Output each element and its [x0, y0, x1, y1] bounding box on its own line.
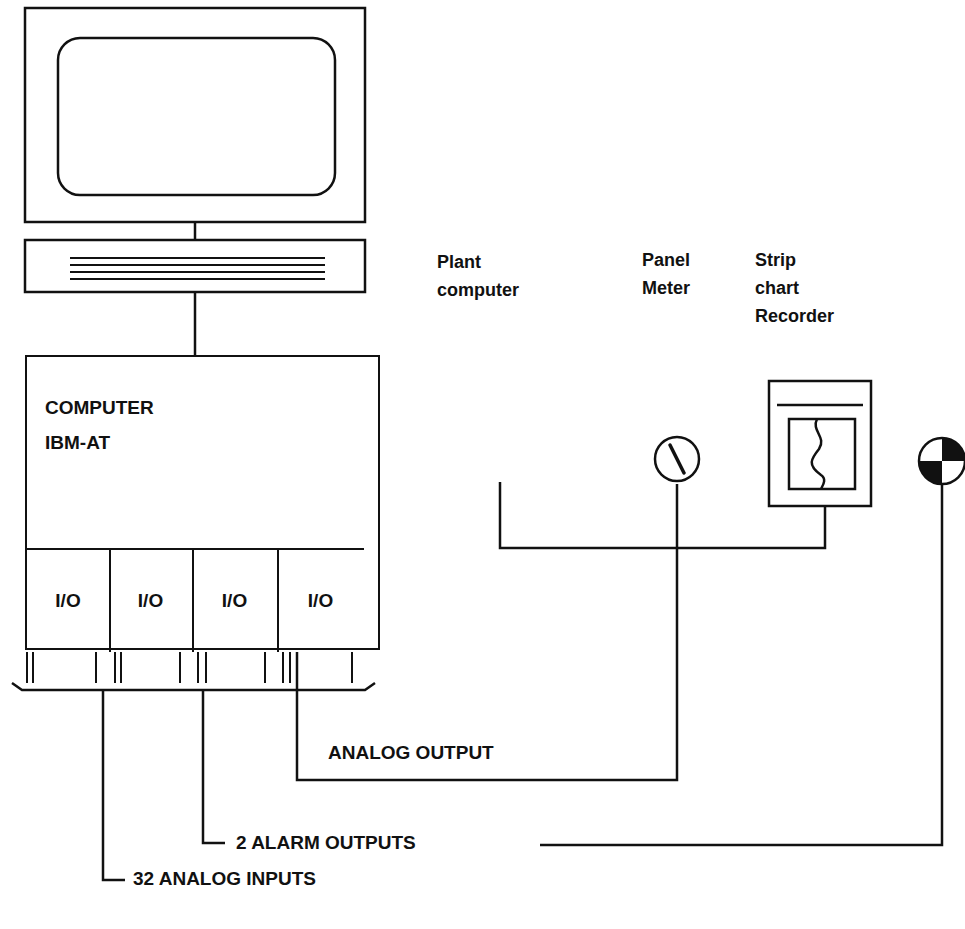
keyboard: [25, 240, 365, 292]
meter-dial: [655, 437, 699, 481]
pin: [120, 652, 122, 683]
computer-box: I/O I/O I/O I/O COMPUTER IBM-AT: [25, 355, 380, 650]
pin: [32, 652, 34, 683]
chart-trace: [812, 419, 824, 489]
recorder-housing: [769, 381, 871, 506]
plant-computer-label: Plant computer: [435, 248, 535, 304]
card-label: I/O: [55, 590, 80, 612]
pin: [282, 652, 284, 683]
signal-label: 32 ANALOG INPUTS: [131, 868, 318, 890]
instrument-name: Panel Meter: [642, 246, 712, 302]
pin: [351, 652, 353, 683]
card-label: I/O: [138, 590, 163, 612]
recorder-housing: [767, 379, 873, 508]
model-name: IBM-AT: [45, 432, 378, 454]
pin: [197, 652, 199, 683]
alarm-symbol: [919, 438, 965, 484]
connector-pins: [27, 652, 352, 683]
input-wire: [103, 690, 125, 880]
keyboard-cable: [194, 292, 197, 355]
alarm-wire: [540, 484, 942, 845]
recorder-wire: [500, 482, 825, 548]
connector-bracket: [12, 683, 375, 690]
instrument-name: Strip chart Recorder: [755, 246, 841, 330]
alarm-symbol: [919, 461, 942, 484]
monitor-screen: [58, 38, 335, 195]
recorder-slot: [777, 404, 863, 407]
chart-window: [789, 419, 855, 489]
key-row: [70, 278, 325, 280]
pin: [205, 652, 207, 683]
io-card: I/O: [192, 548, 279, 652]
monitor-housing: [25, 8, 365, 222]
pin: [114, 652, 116, 683]
io-card: I/O: [109, 548, 194, 652]
io-card: I/O: [27, 548, 111, 652]
key-row: [70, 264, 325, 266]
signal-label: 2 ALARM OUTPUTS: [234, 832, 418, 854]
card-label: I/O: [308, 590, 333, 612]
monitor-stand: [194, 222, 197, 240]
pin: [26, 652, 28, 683]
pin: [264, 652, 266, 683]
card-label: I/O: [222, 590, 247, 612]
analog-output-wire: [297, 484, 677, 780]
panel-meter: Panel Meter: [642, 246, 717, 486]
pin: [95, 652, 97, 683]
signal-label: ANALOG OUTPUT: [326, 742, 496, 764]
io-card: I/O: [277, 548, 364, 652]
box-title: COMPUTER: [45, 397, 378, 419]
meter-dial: [652, 434, 702, 484]
pin: [179, 652, 181, 683]
key-row: [70, 271, 325, 273]
alarm-symbol: [942, 438, 965, 461]
pin: [289, 652, 291, 683]
strip-chart-recorder: Strip chart Recorder: [755, 246, 873, 508]
alarm-wire: [203, 690, 225, 843]
keyboard-keys: [70, 258, 325, 279]
key-row: [70, 257, 325, 259]
meter-needle: [670, 445, 684, 473]
